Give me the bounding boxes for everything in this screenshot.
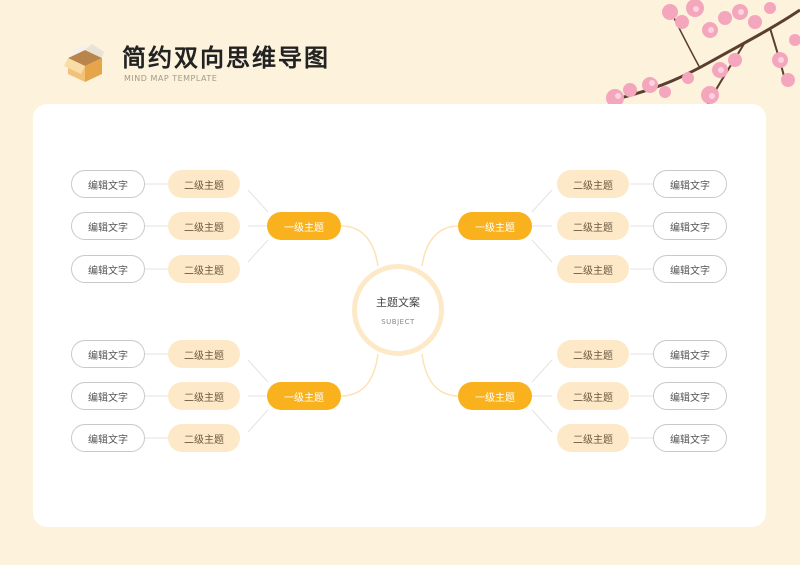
- center-subtitle: SUBJECT: [381, 318, 415, 326]
- level2-node[interactable]: 二级主题: [557, 340, 629, 368]
- leaf-node[interactable]: 编辑文字: [653, 212, 727, 240]
- level1-node[interactable]: 一级主题: [458, 212, 532, 240]
- level1-node[interactable]: 一级主题: [267, 382, 341, 410]
- open-box-icon: [64, 44, 104, 82]
- center-topic-node[interactable]: 主题文案 SUBJECT: [352, 264, 444, 356]
- level2-node[interactable]: 二级主题: [168, 382, 240, 410]
- level2-node[interactable]: 二级主题: [168, 424, 240, 452]
- level2-node[interactable]: 二级主题: [168, 170, 240, 198]
- level2-node[interactable]: 二级主题: [557, 424, 629, 452]
- leaf-node[interactable]: 编辑文字: [653, 382, 727, 410]
- level2-node[interactable]: 二级主题: [168, 212, 240, 240]
- level2-node[interactable]: 二级主题: [557, 255, 629, 283]
- leaf-node[interactable]: 编辑文字: [71, 340, 145, 368]
- center-title: 主题文案: [376, 296, 420, 309]
- leaf-node[interactable]: 编辑文字: [71, 255, 145, 283]
- leaf-node[interactable]: 编辑文字: [71, 170, 145, 198]
- leaf-node[interactable]: 编辑文字: [71, 424, 145, 452]
- page-subtitle: MIND MAP TEMPLATE: [124, 74, 218, 83]
- level2-node[interactable]: 二级主题: [557, 212, 629, 240]
- level2-node[interactable]: 二级主题: [168, 255, 240, 283]
- leaf-node[interactable]: 编辑文字: [653, 424, 727, 452]
- level2-node[interactable]: 二级主题: [168, 340, 240, 368]
- page-title: 简约双向思维导图: [122, 43, 330, 72]
- level1-node[interactable]: 一级主题: [267, 212, 341, 240]
- level2-node[interactable]: 二级主题: [557, 382, 629, 410]
- leaf-node[interactable]: 编辑文字: [653, 170, 727, 198]
- leaf-node[interactable]: 编辑文字: [653, 255, 727, 283]
- level1-node[interactable]: 一级主题: [458, 382, 532, 410]
- leaf-node[interactable]: 编辑文字: [71, 212, 145, 240]
- leaf-node[interactable]: 编辑文字: [653, 340, 727, 368]
- level2-node[interactable]: 二级主题: [557, 170, 629, 198]
- leaf-node[interactable]: 编辑文字: [71, 382, 145, 410]
